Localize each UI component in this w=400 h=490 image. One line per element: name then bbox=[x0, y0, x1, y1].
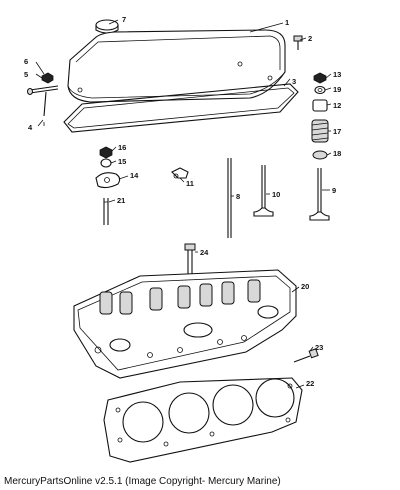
callout-8: 8 bbox=[236, 192, 240, 201]
part-17-valve-spring[interactable] bbox=[311, 119, 329, 143]
part-9-exhaust-valve[interactable] bbox=[309, 168, 330, 221]
part-15-ball[interactable] bbox=[100, 158, 112, 168]
callout-10: 10 bbox=[272, 190, 280, 199]
callout-6: 6 bbox=[24, 57, 28, 66]
part-4-stud[interactable] bbox=[43, 91, 47, 126]
callout-1: 1 bbox=[285, 18, 289, 27]
callout-3: 3 bbox=[292, 77, 296, 86]
part-11-guide-plate[interactable] bbox=[171, 167, 189, 179]
part-2-cover-bolt[interactable] bbox=[293, 35, 303, 50]
callout-9: 9 bbox=[332, 186, 336, 195]
callout-12: 12 bbox=[333, 101, 341, 110]
part-1-valve-cover[interactable] bbox=[67, 29, 286, 103]
part-23-bolt[interactable] bbox=[293, 348, 319, 363]
part-3-cover-gasket[interactable] bbox=[63, 83, 299, 133]
callout-23: 23 bbox=[315, 343, 323, 352]
callout-16: 16 bbox=[118, 143, 126, 152]
parts-exploded-diagram: 7 1 2 3 6 5 4 13 19 12 17 18 16 15 14 11… bbox=[24, 15, 341, 463]
part-24-head-bolt[interactable] bbox=[184, 243, 196, 276]
callout-19: 19 bbox=[333, 85, 341, 94]
callout-14: 14 bbox=[130, 171, 139, 180]
leader-lines bbox=[35, 19, 332, 389]
callout-15: 15 bbox=[118, 157, 126, 166]
callout-22: 22 bbox=[306, 379, 314, 388]
callout-17: 17 bbox=[333, 127, 341, 136]
part-6-nut[interactable] bbox=[41, 72, 54, 84]
part-14-rocker-arm[interactable] bbox=[95, 172, 121, 189]
callout-5: 5 bbox=[24, 70, 28, 79]
callout-21: 21 bbox=[117, 196, 125, 205]
part-12-cap[interactable] bbox=[312, 99, 328, 112]
callout-labels: 7 1 2 3 6 5 4 13 19 12 17 18 16 15 14 11… bbox=[24, 15, 341, 388]
part-13-nut[interactable] bbox=[313, 72, 327, 84]
callout-20: 20 bbox=[301, 282, 309, 291]
callout-2: 2 bbox=[308, 34, 312, 43]
callout-11: 11 bbox=[186, 179, 194, 188]
callout-18: 18 bbox=[333, 149, 341, 158]
part-7-oil-cap[interactable] bbox=[95, 19, 119, 34]
part-19-seal[interactable] bbox=[314, 85, 326, 95]
part-18-washer[interactable] bbox=[312, 150, 328, 160]
part-20-cylinder-head[interactable] bbox=[73, 269, 297, 379]
part-22-head-gasket[interactable] bbox=[103, 377, 303, 463]
image-caption: MercuryPartsOnline v2.5.1 (Image Copyrig… bbox=[4, 476, 281, 487]
callout-4: 4 bbox=[28, 123, 33, 132]
part-5-pcv-tube[interactable] bbox=[27, 85, 59, 95]
part-21-rocker-stud[interactable] bbox=[103, 198, 109, 225]
part-10-intake-valve[interactable] bbox=[253, 165, 274, 217]
part-16-nut[interactable] bbox=[99, 146, 113, 159]
callout-7: 7 bbox=[122, 15, 126, 24]
part-8-pushrod[interactable] bbox=[227, 158, 232, 238]
callout-24: 24 bbox=[200, 248, 209, 257]
callout-13: 13 bbox=[333, 70, 341, 79]
